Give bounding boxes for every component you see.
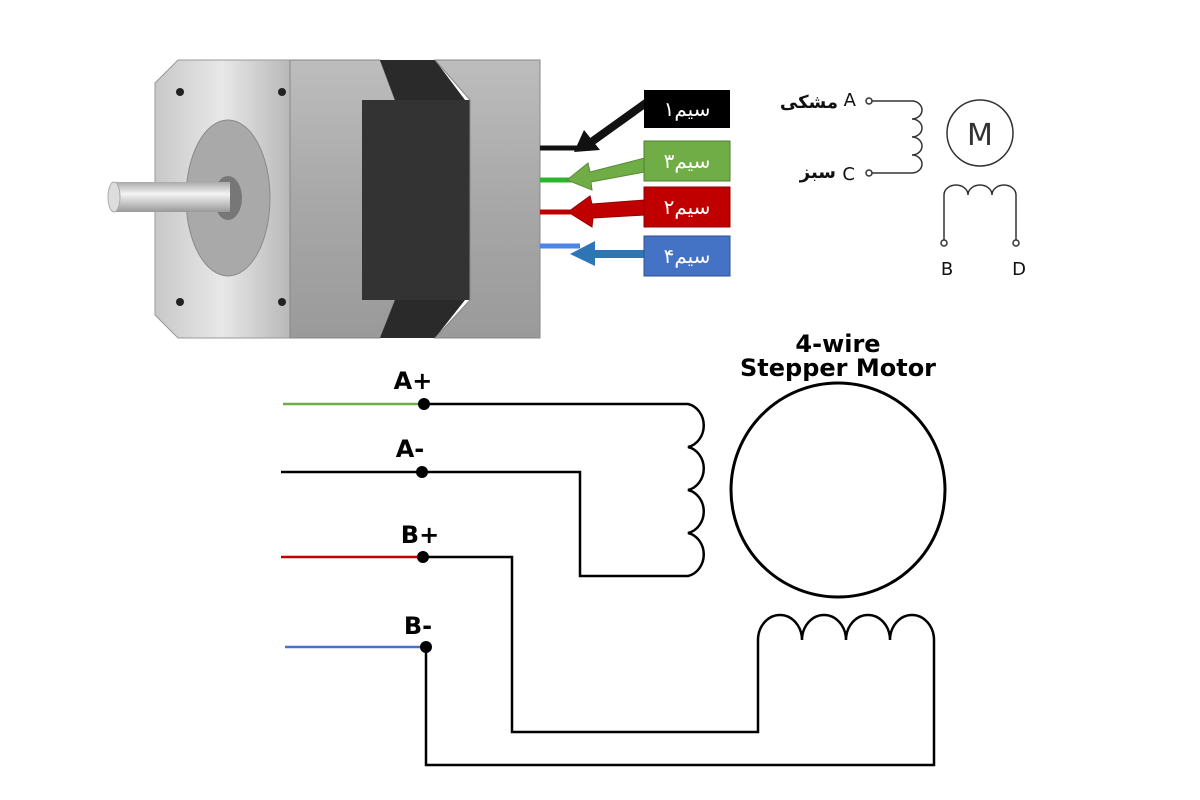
pin-label-a-minus: A- — [396, 435, 425, 463]
terminal-dot — [420, 641, 432, 653]
screw-hole — [176, 298, 184, 306]
terminal-dot — [416, 466, 428, 478]
wire-tag-3: سیم۳ — [643, 140, 731, 182]
arrow-icon — [567, 195, 646, 228]
pin-label-b-plus: B+ — [401, 521, 439, 549]
terminal-d-label: D — [1012, 259, 1026, 280]
terminal-dot — [417, 551, 429, 563]
wire-tag-1: سیم۱ — [644, 90, 730, 128]
arrow-icon — [566, 157, 646, 191]
terminal-dot — [418, 398, 430, 410]
wire-tag-2: سیم۲ — [643, 186, 731, 228]
pin-label-a-plus: A+ — [394, 367, 433, 395]
screw-hole — [278, 88, 286, 96]
color-black-label: مشکی — [780, 92, 838, 113]
screw-hole — [176, 88, 184, 96]
schematic-title-line1: 4-wire — [795, 330, 880, 358]
arrow-icon — [574, 130, 600, 152]
wire-arrows — [566, 96, 653, 266]
small-schematic — [865, 97, 1020, 247]
color-green-label: سبز — [799, 162, 836, 183]
stepper-motor-illustration — [107, 59, 541, 339]
schematic-title-line2: Stepper Motor — [740, 354, 936, 382]
pin-label-b-minus: B- — [404, 612, 432, 640]
terminal-a-label: A — [844, 90, 857, 111]
motor-symbol-circle — [946, 99, 1014, 167]
arrow-icon — [570, 241, 645, 266]
svg-text:سیم۱: سیم۱ — [664, 97, 711, 121]
svg-text:سیم۳: سیم۳ — [664, 149, 711, 173]
svg-text:سیم۴: سیم۴ — [664, 244, 711, 268]
motor-shaft — [112, 182, 230, 212]
motor-wires — [540, 145, 580, 249]
motor-circle — [729, 381, 947, 599]
motor-symbol-label: M — [967, 118, 993, 153]
main-wiring — [281, 402, 936, 767]
screw-hole — [278, 298, 286, 306]
svg-text:سیم۲: سیم۲ — [664, 195, 711, 219]
terminal-b-label: B — [941, 259, 953, 280]
wire-tag-4: سیم۴ — [643, 235, 731, 277]
terminal-c-label: C — [842, 164, 855, 185]
